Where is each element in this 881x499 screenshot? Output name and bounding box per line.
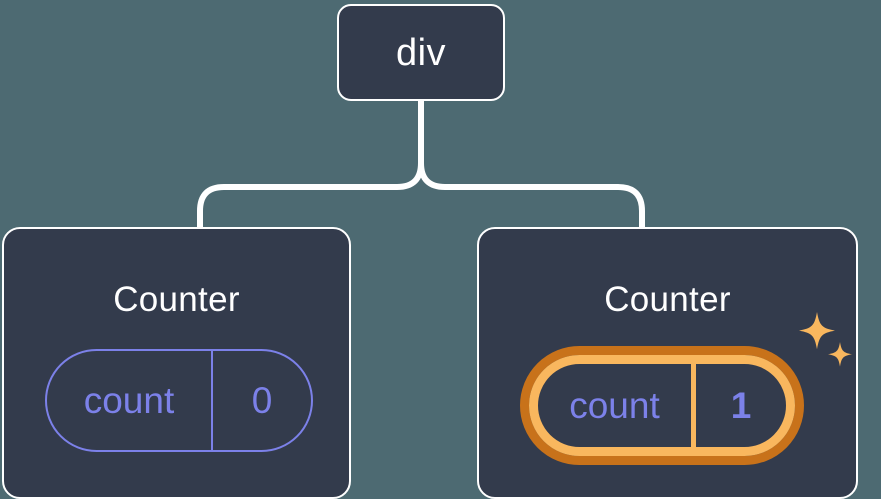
state-pill-right-key: count [538, 364, 696, 447]
state-pill-left-value: 0 [251, 380, 273, 421]
node-div-label: div [395, 31, 447, 74]
node-counter-right-label: Counter [604, 280, 731, 319]
node-counter-right[interactable]: Counter count 1 [477, 227, 858, 499]
connector-edge-left [197, 160, 424, 232]
node-div[interactable]: div [337, 4, 505, 101]
state-pill-right-value: 1 [730, 385, 752, 426]
state-pill-right[interactable]: count 1 [529, 355, 795, 456]
state-pill-left-wrapper: count 0 [45, 349, 313, 452]
node-counter-left[interactable]: Counter count 0 [2, 227, 351, 499]
state-pill-left-key: count [47, 351, 213, 450]
state-pill-left[interactable]: count 0 [45, 349, 313, 452]
connector-edge-right [418, 160, 645, 232]
state-pill-right-wrapper: count 1 [520, 346, 804, 465]
node-counter-left-label: Counter [113, 280, 240, 319]
state-pill-right-highlight-ring[interactable]: count 1 [520, 346, 804, 465]
